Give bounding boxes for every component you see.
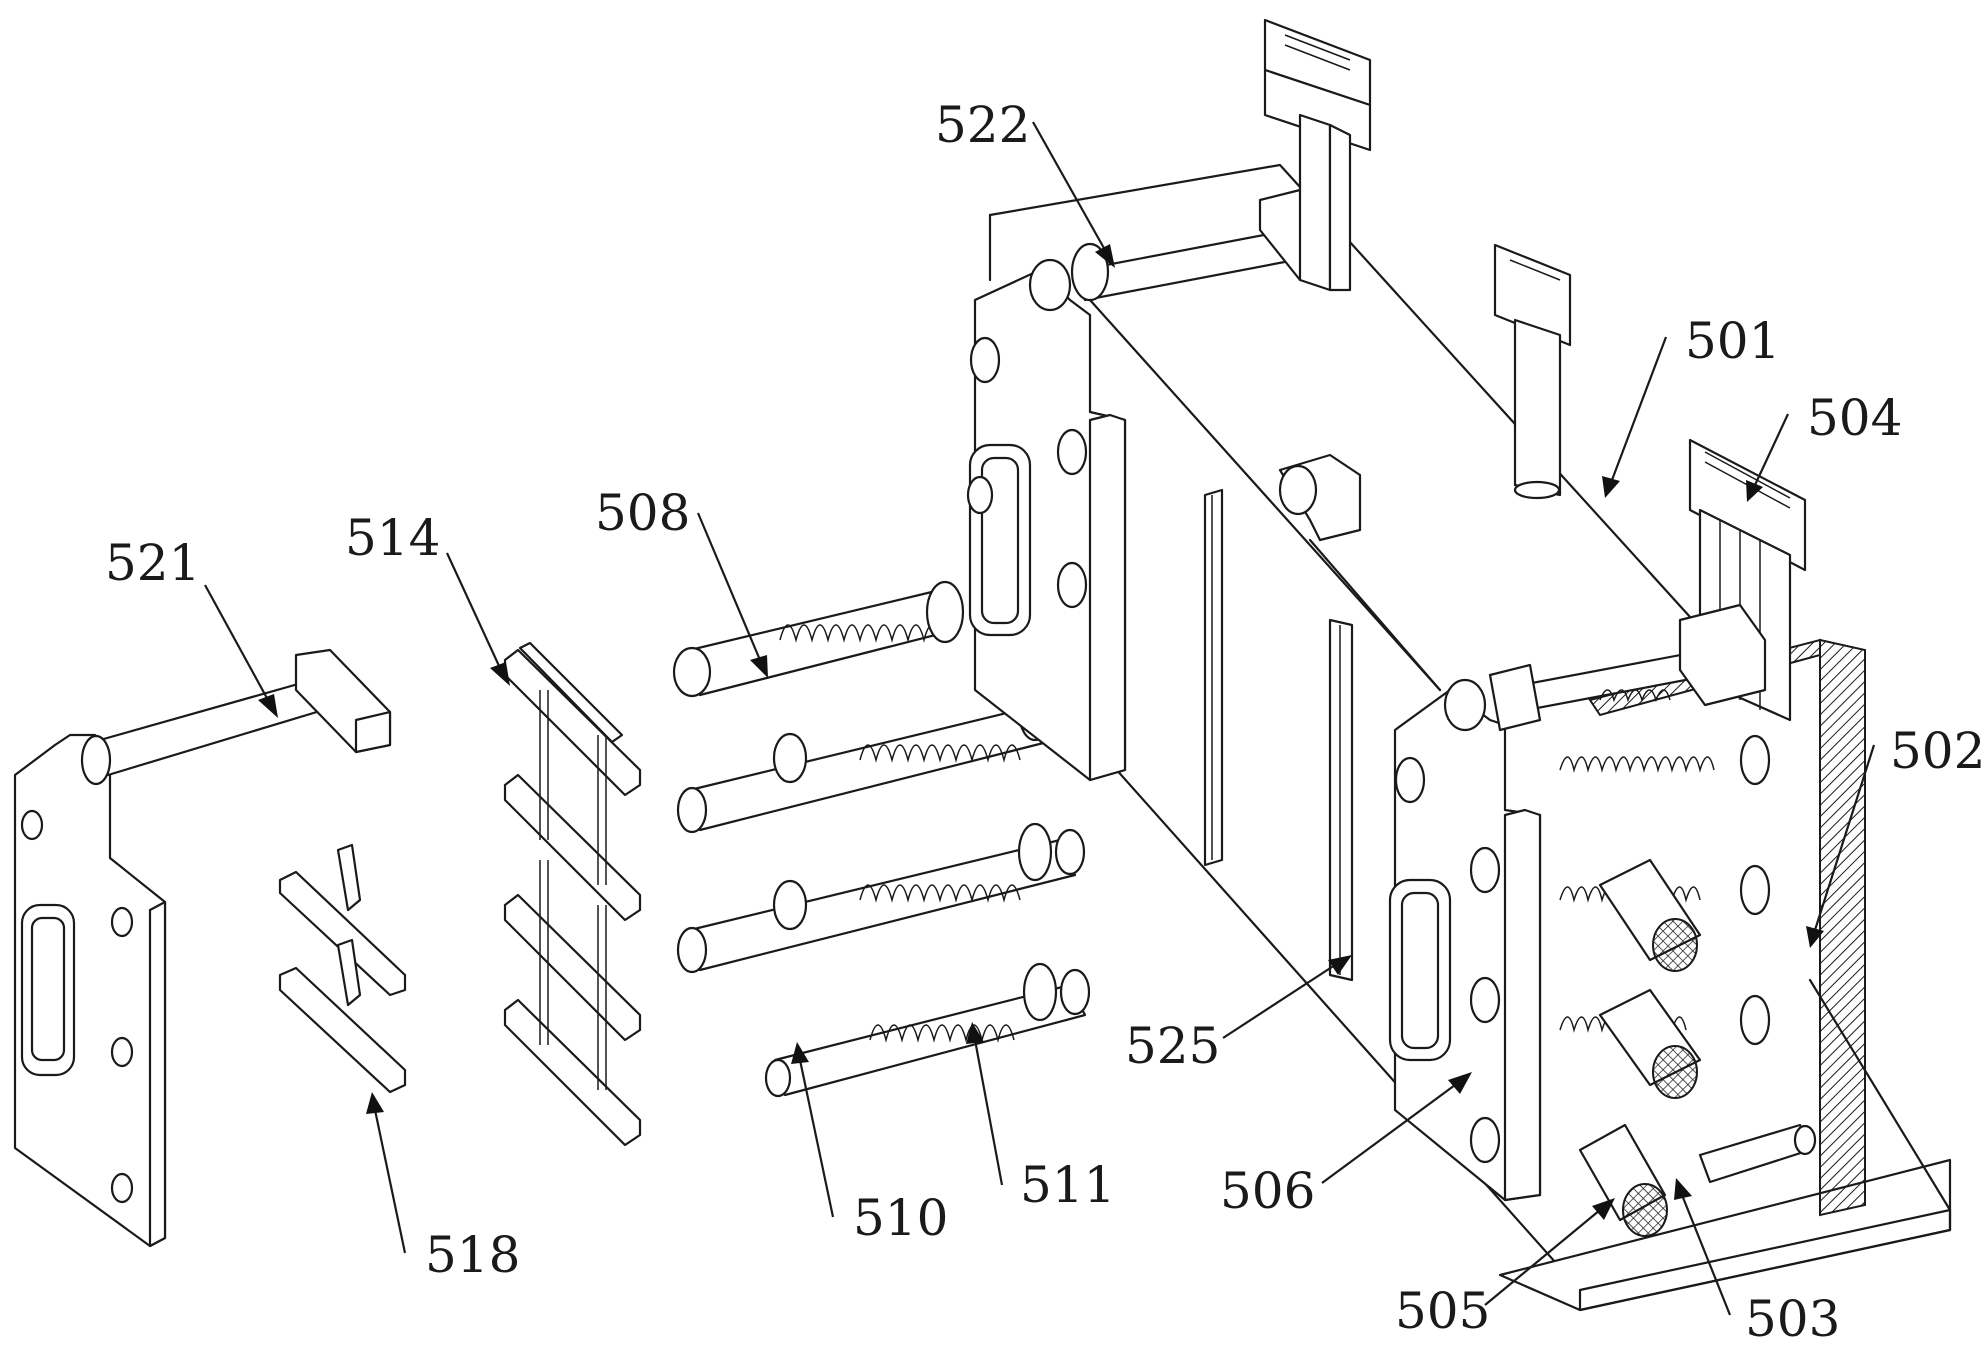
- leader-508: [698, 513, 760, 660]
- rollers-503-505: [1580, 860, 1815, 1236]
- arrow-503: [1674, 1178, 1692, 1200]
- part-518-clips: [280, 845, 405, 1092]
- label-511: 511: [1020, 1156, 1115, 1214]
- label-508: 508: [595, 484, 690, 542]
- leader-525: [1223, 965, 1335, 1038]
- front-frame: [968, 260, 1125, 780]
- label-502: 502: [1890, 722, 1984, 780]
- part-514-ladder: [505, 643, 640, 1145]
- leader-518: [375, 1110, 405, 1253]
- leader-522: [1033, 122, 1105, 250]
- label-506: 506: [1220, 1162, 1315, 1220]
- leader-514: [447, 553, 500, 668]
- label-518: 518: [425, 1226, 520, 1284]
- label-514: 514: [345, 509, 440, 567]
- label-503: 503: [1745, 1290, 1840, 1346]
- connector-top-2: [1495, 245, 1570, 498]
- arrow-501: [1602, 476, 1620, 498]
- front-frame-506: [1390, 680, 1540, 1200]
- label-505: 505: [1395, 1282, 1490, 1340]
- arrow-518: [366, 1092, 384, 1114]
- part-521-rod: [82, 650, 390, 784]
- leader-504: [1755, 414, 1788, 485]
- pin-4: [766, 964, 1089, 1096]
- leader-521: [205, 585, 268, 700]
- label-525: 525: [1125, 1017, 1220, 1075]
- hinge-knuckle: [1280, 455, 1360, 540]
- label-501: 501: [1685, 312, 1780, 370]
- pin-1: [674, 582, 963, 696]
- label-510: 510: [853, 1189, 948, 1247]
- label-504: 504: [1807, 389, 1902, 447]
- label-521: 521: [105, 534, 200, 592]
- pin-3: [678, 824, 1084, 972]
- left-end-plate: [15, 735, 165, 1246]
- label-522: 522: [935, 96, 1030, 154]
- arrow-505: [1592, 1198, 1615, 1220]
- leader-511: [975, 1040, 1002, 1185]
- leader-501: [1612, 337, 1666, 480]
